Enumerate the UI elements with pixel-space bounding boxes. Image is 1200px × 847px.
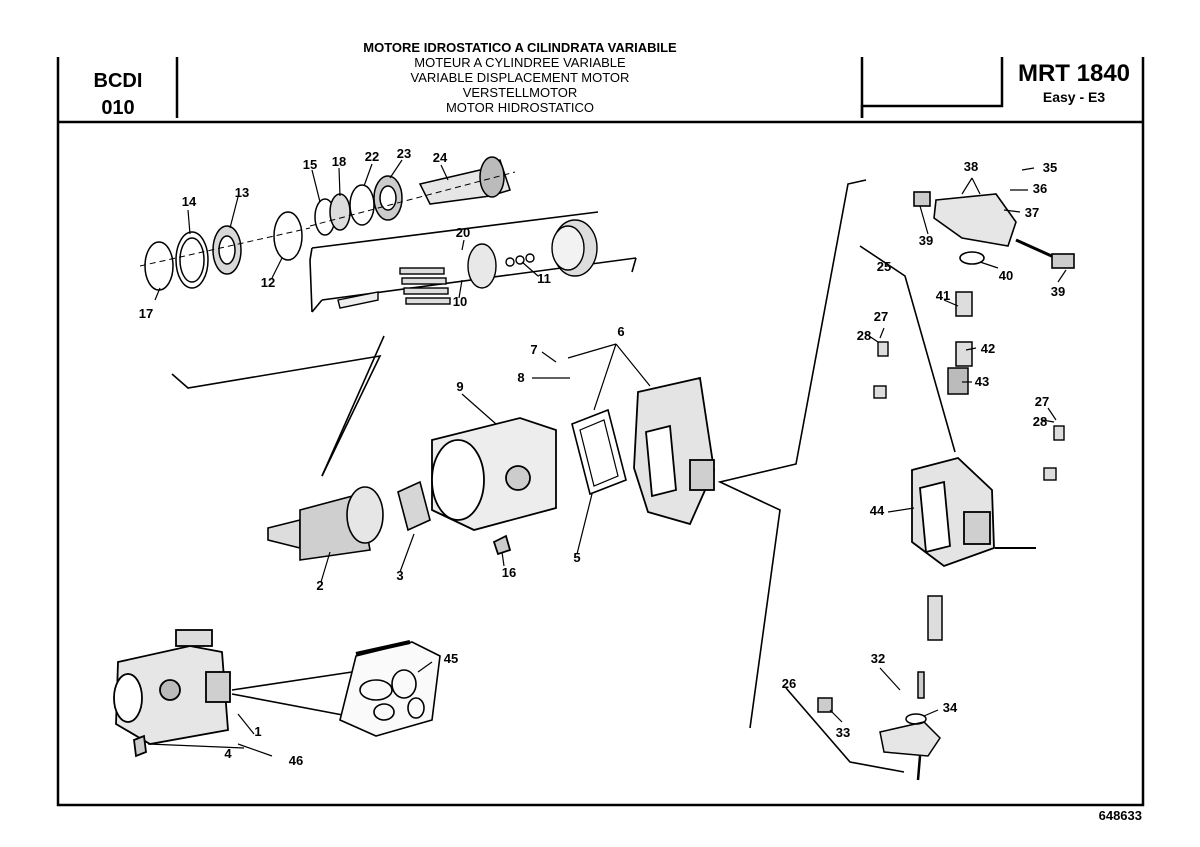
title-block: MOTORE IDROSTATICO A CILINDRATA VARIABIL… [182,40,858,115]
header-separator-right [860,57,1004,118]
callout-39: 39 [919,233,933,248]
o-ring-40 [959,251,985,265]
plug-16 [492,534,512,556]
callout-13: 13 [235,185,249,200]
callout-20: 20 [456,225,470,240]
callout-5: 5 [573,550,580,565]
callout-45: 45 [444,651,458,666]
leader-lines [147,159,1067,757]
callout-3: 3 [396,568,403,583]
callout-23: 23 [397,146,411,161]
snap-ring-12 [273,211,303,261]
ring-18 [329,193,351,231]
callout-1: 1 [254,724,261,739]
callout-33: 33 [836,725,850,740]
callout-28b: 28 [1033,414,1047,429]
section-code-line-2: 010 [101,97,135,119]
callout-38: 38 [964,159,978,174]
rotating-group-2 [267,486,384,561]
callout-27b: 27 [1035,394,1049,409]
callout-39b: 39 [1051,284,1065,299]
callout-15: 15 [303,157,317,172]
housing-9 [431,417,557,556]
fitting-39-left [913,191,931,207]
callout-9: 9 [456,379,463,394]
assembled-motor-1 [113,629,231,758]
model-variant: Easy - E3 [1042,89,1106,105]
callout-11: 11 [537,271,551,286]
callout-6: 6 [617,324,624,339]
ring-11a [505,257,515,267]
callout-43: 43 [975,374,989,389]
plate [467,243,497,289]
callout-28: 28 [857,328,871,343]
port-plate-3 [397,480,431,532]
callout-40: 40 [999,268,1013,283]
gasket-5 [571,408,627,496]
callout-37: 37 [1025,205,1039,220]
title-german: VERSTELLMOTOR [462,85,578,100]
callout-26: 26 [782,676,796,691]
bracket-lines [171,179,956,773]
lower-right-group [817,595,943,781]
section-code: BCDI 010 [60,68,176,122]
callout-10: 10 [453,294,467,309]
callout-44: 44 [870,503,885,518]
title-italian: MOTORE IDROSTATICO A CILINDRATA VARIABIL… [363,40,677,55]
callout-14: 14 [182,194,197,209]
drawing-number: 648633 [1098,808,1142,823]
callout-32: 32 [871,651,885,666]
right-bracket-left [717,179,867,729]
callout-42: 42 [981,341,995,356]
callout-27: 27 [874,309,888,324]
callout-12: 12 [261,275,275,290]
snap-ring-17 [144,241,174,291]
callout-36: 36 [1033,181,1047,196]
spool-stack [947,291,973,395]
fitting-39-right [1051,253,1075,269]
end-cover-6 [633,376,715,526]
callout-7: 7 [530,342,537,357]
title-french: MOTEUR A CYLINDREE VARIABLE [414,55,626,70]
title-spanish: MOTOR HIDROSTATICO [445,100,595,115]
section-code-line-1: BCDI [93,70,143,92]
callout-24: 24 [433,150,448,165]
model-name: MRT 1840 [1017,60,1131,87]
callout-41: 41 [936,288,950,303]
callout-labels: 2 3 4 5 6 7 8 9 10 11 12 13 14 15 16 17 … [139,146,1065,768]
callout-18: 18 [332,154,346,169]
bracket-26 [785,687,905,773]
outer-frame [56,57,1145,807]
seal-kit-45 [339,640,441,737]
callout-25: 25 [877,259,891,274]
callout-8: 8 [517,370,524,385]
plug-4 [133,734,147,758]
callout-17: 17 [139,306,153,321]
ring-14 [175,231,209,289]
callout-16: 16 [502,565,516,580]
callout-46: 46 [289,753,303,768]
valve-block [913,191,1075,269]
callout-4: 4 [224,746,232,761]
callout-2: 2 [316,578,323,593]
bracket-25 [859,245,956,453]
callout-35: 35 [1043,160,1057,175]
callout-34: 34 [943,700,958,715]
pin [337,291,379,309]
pistons-10 [399,267,451,305]
model-block: MRT 1840 Easy - E3 [1004,60,1144,106]
control-body-44 [911,457,1036,568]
title-english: VARIABLE DISPLACEMENT MOTOR [410,70,630,85]
callout-22: 22 [365,149,379,164]
spacer-22 [349,184,375,226]
